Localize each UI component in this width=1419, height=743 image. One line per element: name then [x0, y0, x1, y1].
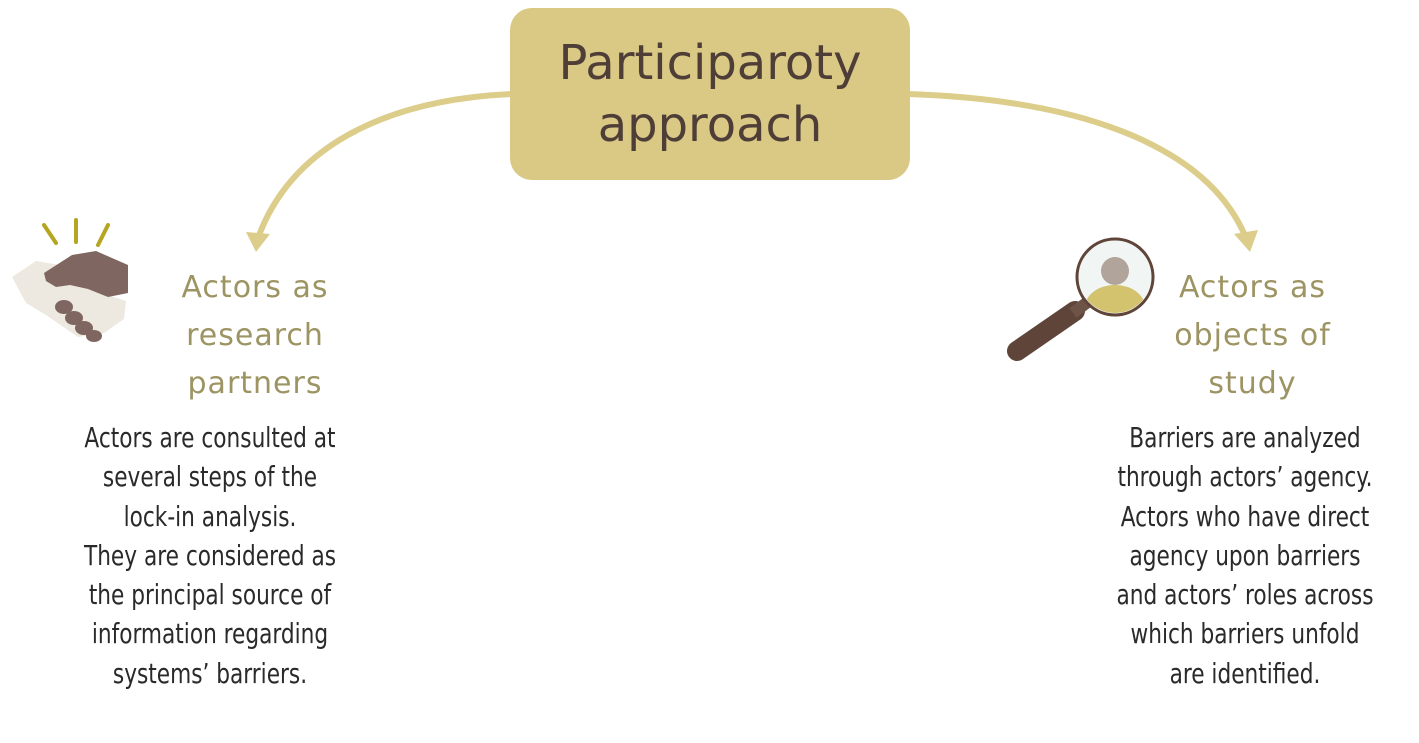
left-arrow — [255, 91, 513, 240]
right-arrowhead — [1234, 230, 1258, 252]
left-desc-line: lock-in analysis. — [123, 499, 297, 533]
magnifying-glass-person-icon — [1007, 237, 1155, 361]
left-branch-title: Actors as research partners — [160, 264, 350, 408]
right-desc-line: which barriers unfold — [1130, 617, 1360, 651]
left-desc-line: They are considered as — [83, 538, 337, 572]
right-desc-line: and actors’ roles across — [1116, 578, 1374, 612]
left-title-line: partners — [187, 366, 323, 401]
right-desc-line: Actors who have direct — [1120, 499, 1370, 533]
right-desc-line: agency upon barriers — [1129, 538, 1361, 572]
right-branch-title: Actors as objects of study — [1150, 264, 1355, 408]
center-title-line-1: Participaroty — [558, 34, 862, 91]
center-title-line-2: approach — [597, 97, 823, 153]
left-desc-line: Actors are consulted at — [84, 421, 336, 454]
right-title-line: study — [1208, 366, 1297, 401]
left-desc-line: systems’ barriers. — [112, 656, 308, 690]
left-title-line: Actors as — [181, 270, 329, 305]
right-desc-line: through actors’ agency. — [1117, 460, 1373, 494]
central-concept-box: Participaroty approach — [510, 8, 910, 180]
left-desc-line: several steps of the — [102, 460, 318, 494]
right-branch-description: Barriers are analyzed through actors’ ag… — [1060, 418, 1419, 693]
right-desc-line: Barriers are analyzed — [1129, 421, 1361, 454]
right-arrow — [907, 91, 1249, 240]
handshake-icon — [12, 218, 128, 342]
left-desc-line: information regarding — [91, 617, 329, 651]
right-title-line: Actors as — [1178, 270, 1327, 305]
left-desc-line: the principal source of — [88, 578, 332, 612]
left-arrowhead — [246, 232, 270, 252]
right-desc-line: are identified. — [1169, 656, 1321, 690]
left-branch-description: Actors are consulted at several steps of… — [20, 418, 400, 693]
right-title-line: objects of — [1174, 318, 1331, 353]
left-title-line: research — [186, 318, 324, 353]
